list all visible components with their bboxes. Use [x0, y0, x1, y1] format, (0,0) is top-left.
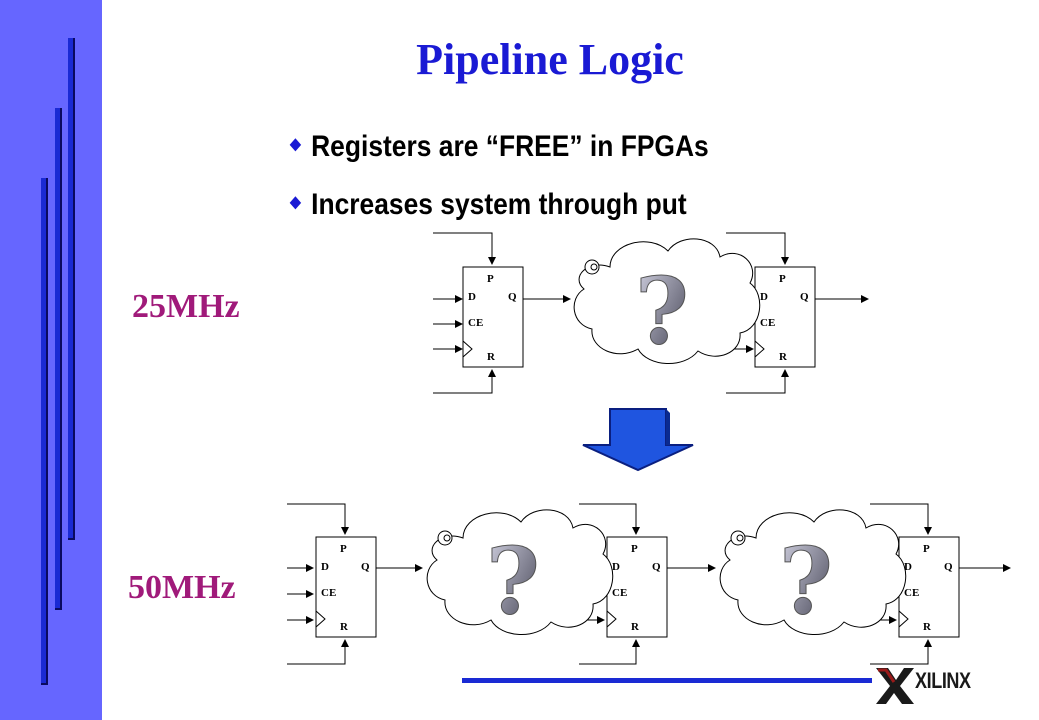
down-arrow-icon — [582, 408, 694, 472]
bullet-text: Registers are “FREE” in FPGAs — [311, 130, 709, 163]
diamond-bullet-icon: ◆ — [290, 136, 301, 154]
logic-cloud — [426, 509, 614, 635]
question-mark-icon: ? — [486, 527, 541, 636]
ff-label-r: R — [779, 351, 788, 363]
bullet-throughput: ◆ Increases system through put — [290, 188, 687, 222]
ff-label-p: P — [923, 543, 930, 555]
ff-label-r: R — [340, 621, 349, 633]
ff-label-q: Q — [361, 561, 370, 573]
ff-label-r: R — [923, 621, 932, 633]
ff-label-p: P — [779, 273, 786, 285]
ff-label-d: D — [468, 291, 476, 303]
ff-label-ce: CE — [468, 317, 483, 329]
bullet-text: Increases system through put — [311, 188, 687, 221]
ff-label-d: D — [904, 561, 912, 573]
xilinx-logo-text: XILINX — [915, 668, 971, 693]
ff-label-ce: CE — [612, 587, 627, 599]
footer-line — [462, 678, 872, 683]
ff-label-ce: CE — [760, 317, 775, 329]
frequency-50mhz: 50MHz — [128, 569, 236, 606]
ff-label-ce: CE — [904, 587, 919, 599]
flip-flop: P D Q CE R — [462, 266, 524, 368]
slide-title: Pipeline Logic — [416, 35, 684, 84]
ff-label-q: Q — [800, 291, 809, 303]
sidebar-bar-3 — [41, 178, 48, 685]
ff-label-d: D — [760, 291, 768, 303]
logic-cloud — [573, 238, 761, 364]
flip-flop: P D Q CE R — [315, 536, 377, 638]
diamond-bullet-icon: ◆ — [290, 194, 301, 212]
ff-label-p: P — [631, 543, 638, 555]
svg-text:?: ? — [635, 257, 689, 365]
top-row — [433, 232, 869, 394]
sidebar-bar-1 — [68, 38, 75, 540]
flip-flop: P D Q CE R — [606, 536, 668, 638]
flip-flop: P D Q CE R — [898, 536, 960, 638]
ff-label-r: R — [487, 351, 496, 363]
ff-label-d: D — [321, 561, 329, 573]
ff-label-ce: CE — [321, 587, 336, 599]
frequency-25mhz: 25MHz — [132, 288, 240, 325]
question-mark-icon: ? — [779, 527, 834, 636]
ff-label-q: Q — [652, 561, 661, 573]
ff-label-p: P — [340, 543, 347, 555]
ff-label-p: P — [487, 273, 494, 285]
question-mark-icon: ? — [635, 257, 690, 366]
flip-flop: P D Q CE R — [754, 266, 816, 368]
svg-text:?: ? — [779, 527, 833, 635]
bottom-row — [287, 503, 1011, 665]
ff-label-q: Q — [944, 561, 953, 573]
ff-label-q: Q — [508, 291, 517, 303]
logic-cloud — [719, 509, 907, 635]
svg-text:?: ? — [486, 527, 540, 635]
left-sidebar — [0, 0, 102, 720]
ff-label-d: D — [612, 561, 620, 573]
bullet-registers: ◆ Registers are “FREE” in FPGAs — [290, 130, 709, 164]
xilinx-logo-icon — [876, 668, 914, 704]
sidebar-bar-2 — [55, 108, 62, 610]
ff-label-r: R — [631, 621, 640, 633]
